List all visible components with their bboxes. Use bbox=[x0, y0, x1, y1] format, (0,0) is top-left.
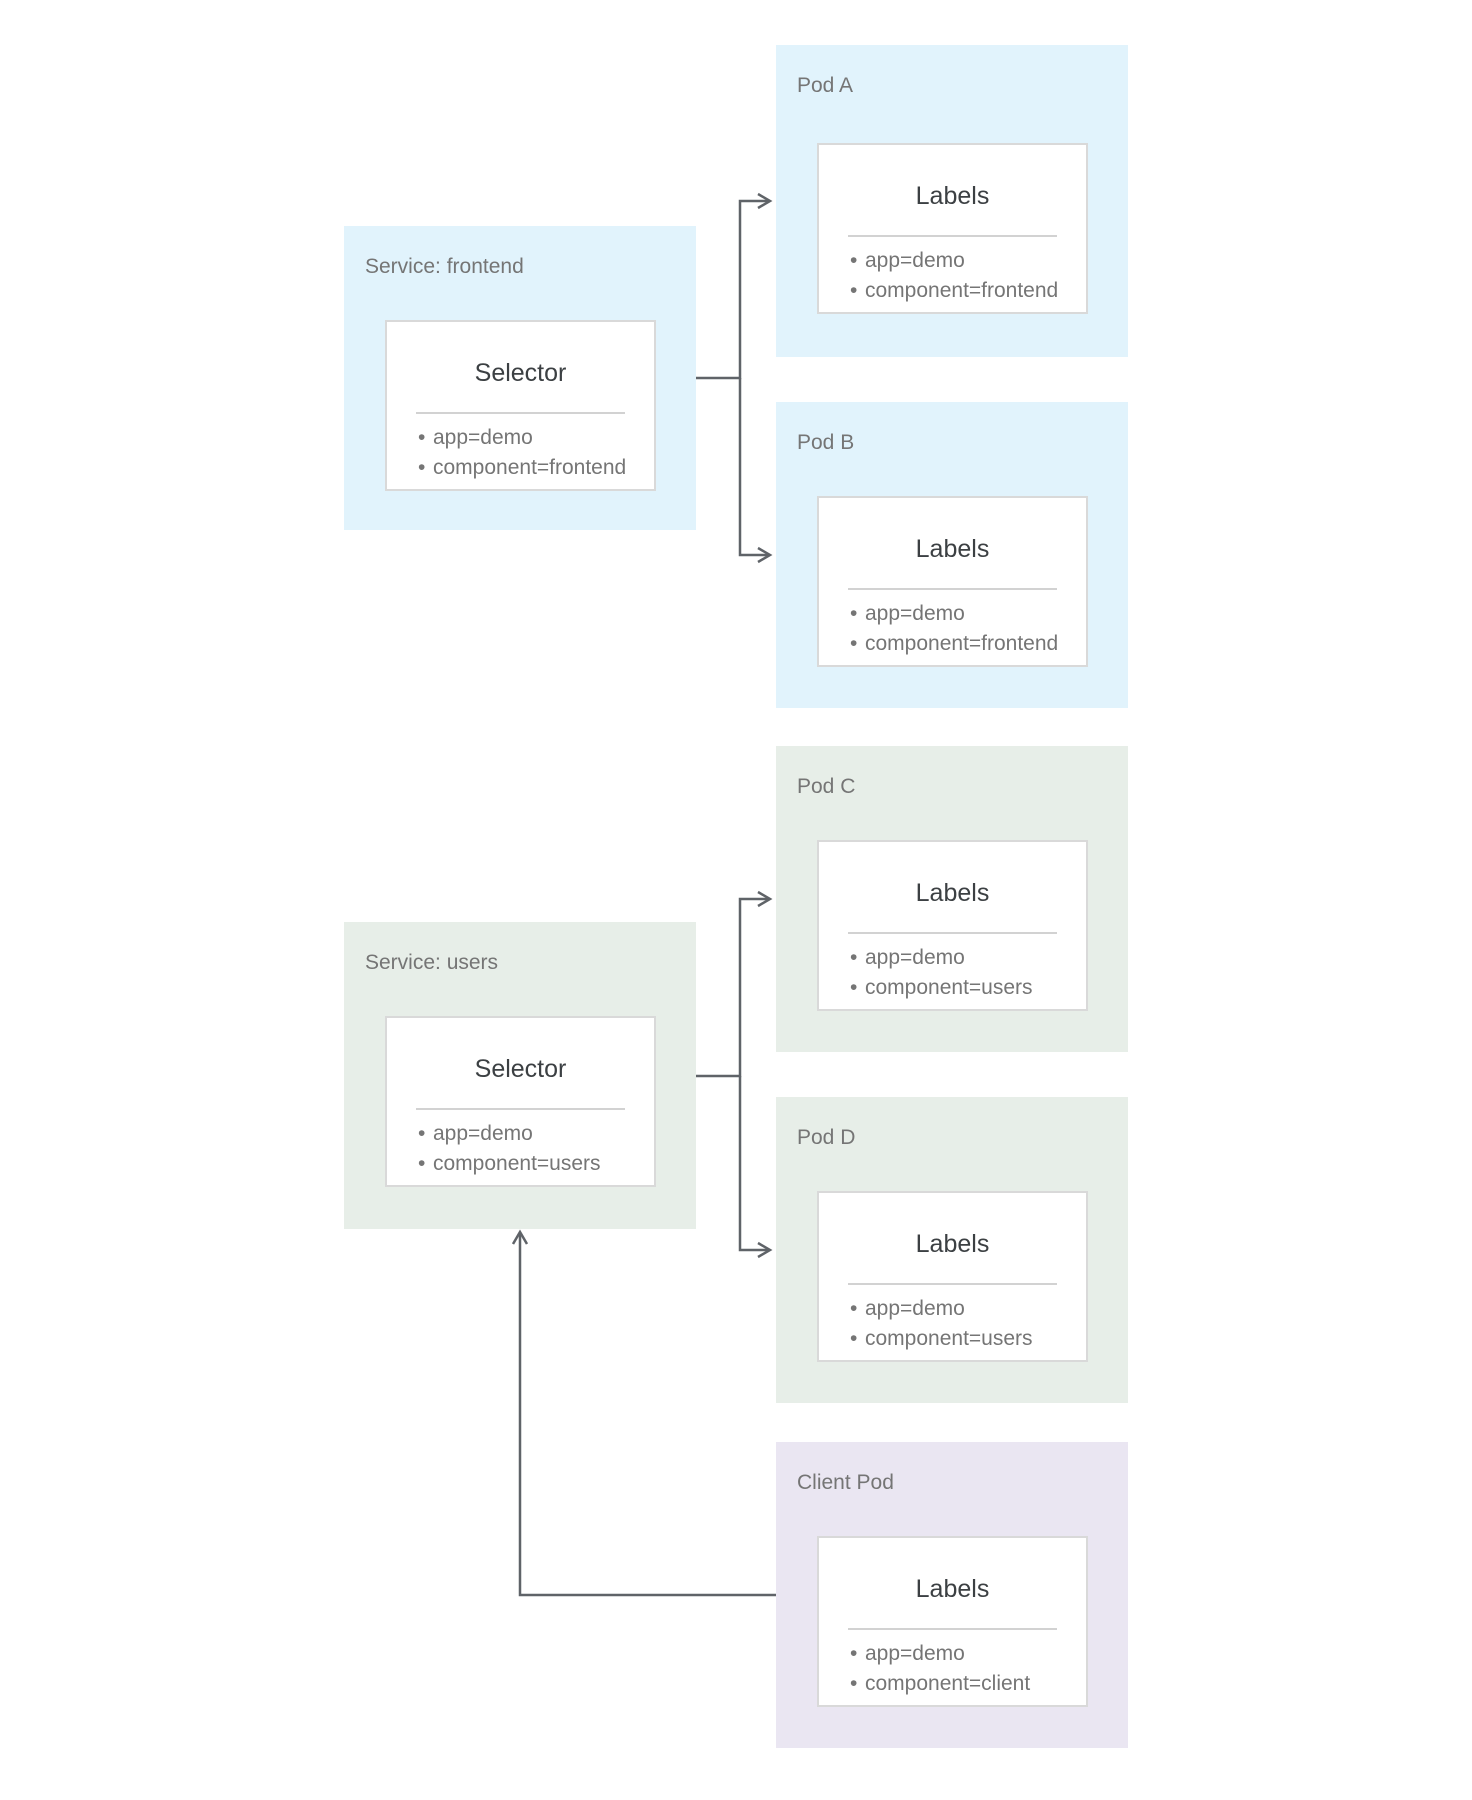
labels-card: Labels app=demo component=frontend bbox=[817, 496, 1088, 667]
card-divider bbox=[848, 1283, 1057, 1285]
client-pod-box: Client Pod Labels app=demo component=cli… bbox=[776, 1442, 1128, 1748]
users-to-pod-c-arrow bbox=[696, 890, 773, 1078]
labels-card: Labels app=demo component=frontend bbox=[817, 143, 1088, 314]
pod-d-box: Pod D Labels app=demo component=users bbox=[776, 1097, 1128, 1403]
card-heading: Selector bbox=[474, 359, 567, 387]
label-list: app=demo component=users bbox=[819, 943, 1086, 1003]
card-divider bbox=[416, 1108, 625, 1110]
frontend-to-pod-b-arrow bbox=[738, 378, 773, 564]
users-to-pod-d-arrow bbox=[738, 1076, 773, 1259]
label-item: app=demo bbox=[850, 943, 1086, 973]
label-list: app=demo component=frontend bbox=[387, 423, 654, 483]
node-title: Pod B bbox=[797, 431, 855, 454]
label-list: app=demo component=users bbox=[387, 1119, 654, 1179]
label-item: app=demo bbox=[418, 423, 654, 453]
node-title: Pod C bbox=[797, 775, 856, 798]
label-item: component=users bbox=[418, 1149, 654, 1179]
service-users-box: Service: users Selector app=demo compone… bbox=[344, 922, 696, 1229]
frontend-to-pod-a-arrow bbox=[696, 192, 773, 380]
labels-card: Labels app=demo component=client bbox=[817, 1536, 1088, 1707]
card-heading: Labels bbox=[915, 182, 990, 210]
label-item: component=frontend bbox=[850, 629, 1086, 659]
label-list: app=demo component=users bbox=[819, 1294, 1086, 1354]
pod-b-box: Pod B Labels app=demo component=frontend bbox=[776, 402, 1128, 708]
labels-card: Labels app=demo component=users bbox=[817, 840, 1088, 1011]
node-title: Client Pod bbox=[797, 1471, 894, 1494]
label-item: component=frontend bbox=[850, 276, 1086, 306]
label-item: app=demo bbox=[850, 599, 1086, 629]
service-frontend-box: Service: frontend Selector app=demo comp… bbox=[344, 226, 696, 530]
label-item: component=client bbox=[850, 1669, 1086, 1699]
card-heading: Labels bbox=[915, 1230, 990, 1258]
card-divider bbox=[848, 235, 1057, 237]
label-item: app=demo bbox=[850, 246, 1086, 276]
label-list: app=demo component=client bbox=[819, 1639, 1086, 1699]
label-item: component=frontend bbox=[418, 453, 654, 483]
label-item: component=users bbox=[850, 1324, 1086, 1354]
selector-card: Selector app=demo component=frontend bbox=[385, 320, 656, 491]
card-divider bbox=[848, 588, 1057, 590]
pod-a-box: Pod A Labels app=demo component=frontend bbox=[776, 45, 1128, 357]
card-heading: Labels bbox=[915, 1575, 990, 1603]
labels-card: Labels app=demo component=users bbox=[817, 1191, 1088, 1362]
pod-c-box: Pod C Labels app=demo component=users bbox=[776, 746, 1128, 1052]
card-heading: Labels bbox=[915, 879, 990, 907]
client-pod-to-users-arrow bbox=[511, 1229, 776, 1597]
card-divider bbox=[416, 412, 625, 414]
label-list: app=demo component=frontend bbox=[819, 246, 1086, 306]
label-list: app=demo component=frontend bbox=[819, 599, 1086, 659]
node-title: Service: frontend bbox=[365, 255, 524, 278]
card-heading: Selector bbox=[474, 1055, 567, 1083]
selector-card: Selector app=demo component=users bbox=[385, 1016, 656, 1187]
node-title: Service: users bbox=[365, 951, 499, 974]
card-divider bbox=[848, 932, 1057, 934]
label-item: app=demo bbox=[850, 1294, 1086, 1324]
node-title: Pod A bbox=[797, 74, 854, 97]
label-item: app=demo bbox=[850, 1639, 1086, 1669]
label-item: app=demo bbox=[418, 1119, 654, 1149]
label-item: component=users bbox=[850, 973, 1086, 1003]
node-title: Pod D bbox=[797, 1126, 856, 1149]
card-heading: Labels bbox=[915, 535, 990, 563]
card-divider bbox=[848, 1628, 1057, 1630]
